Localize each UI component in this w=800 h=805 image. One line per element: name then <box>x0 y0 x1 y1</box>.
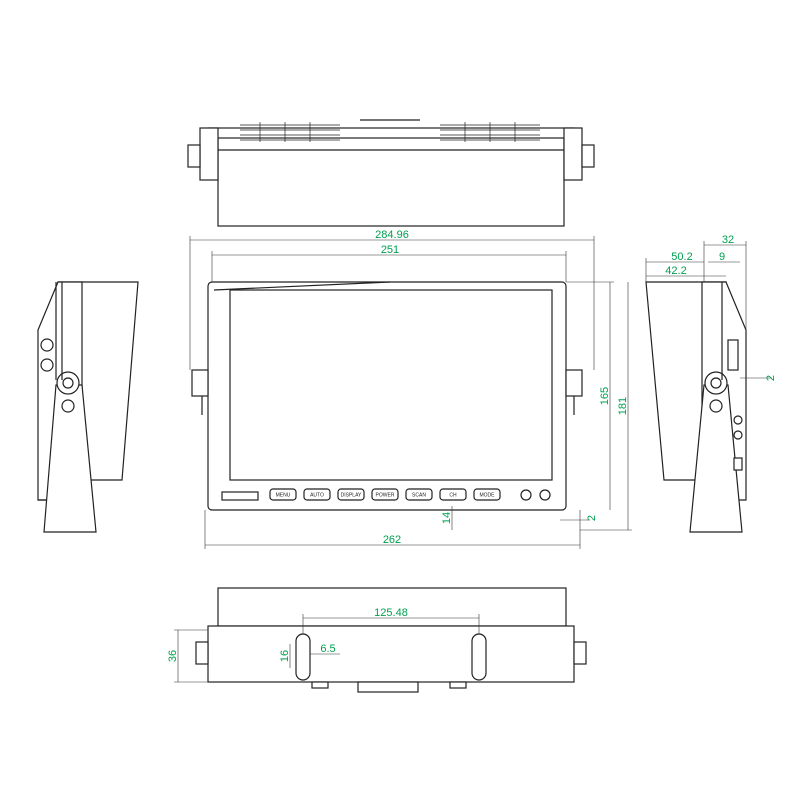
front-button-label: SCAN <box>412 493 426 499</box>
top-vents-right <box>440 122 540 142</box>
dim-overall-height: 181 <box>617 397 629 415</box>
dim-overall-width: 284.96 <box>375 229 409 241</box>
dim-bottom-depth: 36 <box>167 650 179 662</box>
top-vents-left <box>240 122 340 142</box>
mount-slot-right <box>471 633 487 681</box>
front-button-label: MENU <box>276 493 291 499</box>
front-button-power <box>371 488 399 501</box>
front-button-label: DISPLAY <box>341 493 362 499</box>
front-button-mode <box>473 488 501 501</box>
front-button-display <box>337 488 365 501</box>
round-button-right <box>539 489 551 501</box>
dim-bottom-margin: 14 <box>441 512 453 524</box>
dim-slot-length: 16 <box>279 650 291 662</box>
round-button-left <box>520 489 532 501</box>
front-button-row: MENU AUTO DISPLAY POWER SCAN CH MODE <box>269 488 501 501</box>
front-button-auto <box>303 488 331 501</box>
front-button-label: AUTO <box>310 493 324 499</box>
dim-depth-nine: 9 <box>719 251 725 263</box>
front-button-label: CH <box>449 493 457 499</box>
front-button-ch <box>439 488 467 501</box>
dim-side-bottom-offset: 2 <box>586 515 598 521</box>
bottom-view: 125.48 6.5 16 36 <box>167 587 587 693</box>
dim-base-width: 262 <box>383 534 401 546</box>
dim-depth-bracket: 50.2 <box>671 251 692 263</box>
mount-slot-left <box>295 633 311 681</box>
left-side-view <box>37 281 139 533</box>
dim-depth-inner: 42.2 <box>665 265 686 277</box>
dim-screen-width: 251 <box>381 244 399 256</box>
dim-side-small: 2 <box>765 375 777 381</box>
front-view: MENU AUTO DISPLAY POWER SCAN CH MODE 284.96 25… <box>189 229 632 549</box>
front-button-label: MODE <box>480 493 496 499</box>
dim-slot-spacing: 125.48 <box>374 607 408 619</box>
front-button-menu <box>269 488 297 501</box>
front-button-label: POWER <box>376 493 395 499</box>
dim-screen-height: 165 <box>599 387 611 405</box>
dim-depth-total: 32 <box>722 234 734 246</box>
right-side-view: 32 50.2 9 42.2 2 <box>645 234 777 533</box>
dim-slot-width: 6.5 <box>320 643 335 655</box>
front-button-scan <box>405 488 433 501</box>
top-view <box>187 119 595 227</box>
